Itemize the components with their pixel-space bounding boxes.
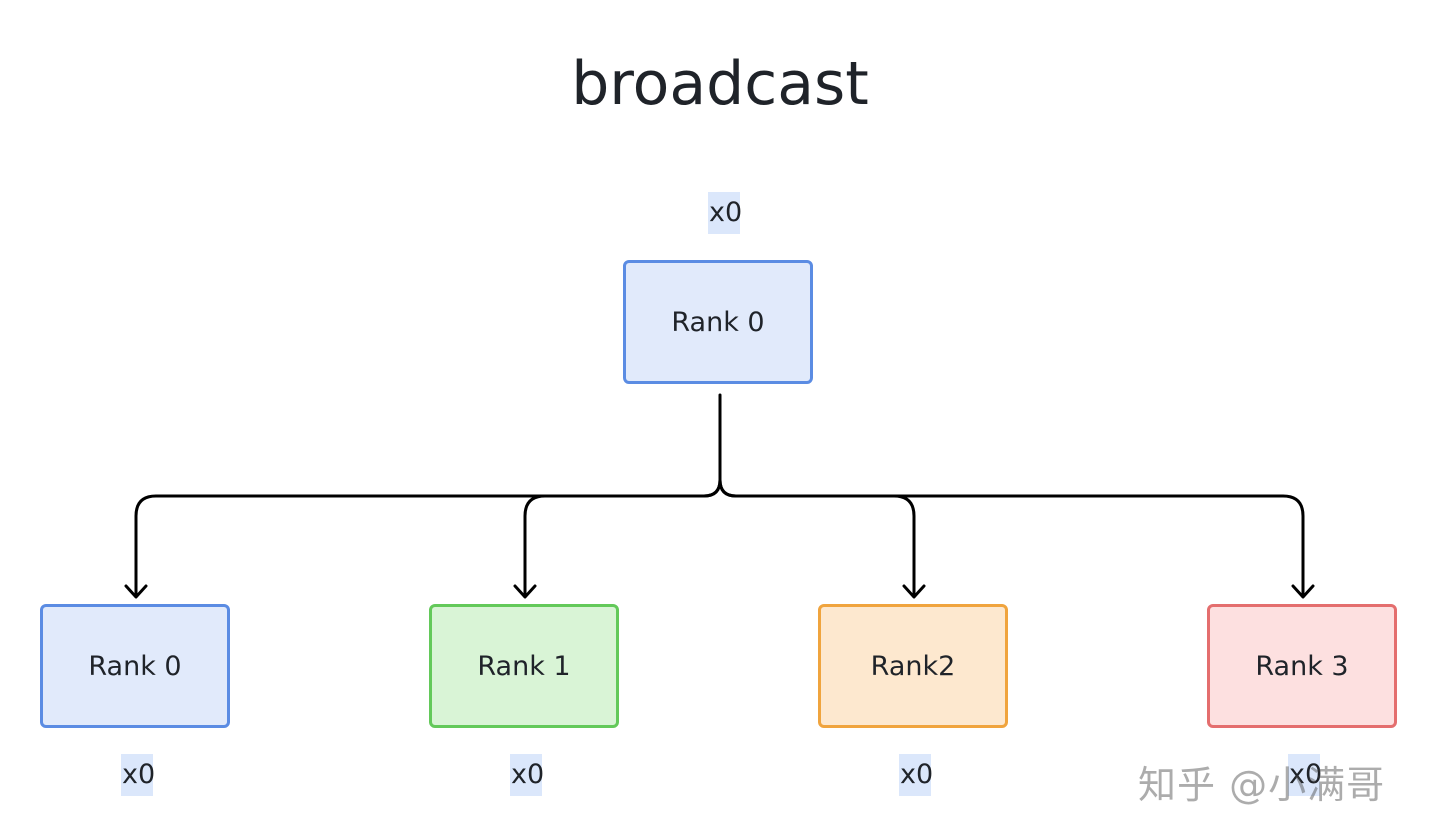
target-rank-3-box: Rank 3: [1207, 604, 1397, 728]
target-rank-2-value: x0: [899, 754, 933, 796]
watermark: 知乎 @小满哥: [1138, 763, 1386, 807]
connector-to-rank-1: [523, 478, 722, 598]
target-rank-3-value: x0: [1288, 754, 1322, 796]
arrowhead-rank-2: [902, 584, 926, 599]
target-rank-1-label: Rank 1: [477, 650, 571, 682]
source-value: x0: [708, 192, 742, 234]
arrowhead-rank-1: [513, 584, 537, 599]
target-rank-2-label: Rank2: [870, 650, 956, 682]
target-rank-3-label: Rank 3: [1255, 650, 1349, 682]
target-rank-0-value: x0: [121, 754, 155, 796]
target-rank-1-box: Rank 1: [429, 604, 619, 728]
target-rank-1-value: x0: [510, 754, 544, 796]
source-rank-0-label: Rank 0: [671, 306, 765, 338]
arrowhead-rank-0: [124, 584, 148, 599]
target-rank-0-label: Rank 0: [88, 650, 182, 682]
source-rank-0-box: Rank 0: [623, 260, 813, 384]
target-rank-0-box: Rank 0: [40, 604, 230, 728]
arrowhead-rank-3: [1291, 584, 1315, 599]
target-rank-2-box: Rank2: [818, 604, 1008, 728]
diagram-title: broadcast: [571, 49, 869, 119]
connector-to-rank-3: [718, 478, 1305, 598]
